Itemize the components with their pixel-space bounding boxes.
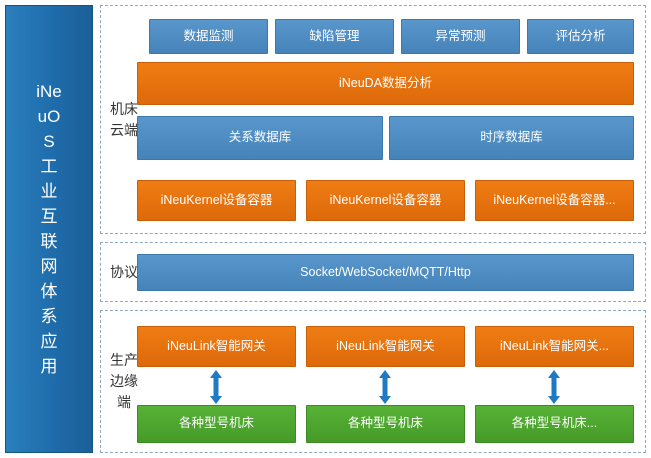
left-title-bar: iNeuOS工业互联网体系应用 [5, 5, 93, 453]
box-ineukernel-container-3[interactable]: iNeuKernel设备容器... [475, 180, 634, 221]
box-ineukernel-container-1[interactable]: iNeuKernel设备容器 [137, 180, 296, 221]
section-cloud-label: 机床云端 [110, 100, 138, 138]
box-anomaly-prediction[interactable]: 异常预测 [401, 19, 520, 54]
box-data-monitor[interactable]: 数据监测 [149, 19, 268, 54]
double-arrow-icon [548, 370, 560, 404]
box-machine-tools-3[interactable]: 各种型号机床... [475, 405, 634, 443]
box-relational-database[interactable]: 关系数据库 [137, 116, 383, 160]
section-protocol-label: 协议 [110, 263, 138, 280]
box-timeseries-database[interactable]: 时序数据库 [389, 116, 634, 160]
double-arrow-icon [379, 370, 391, 404]
double-arrow-icon [210, 370, 222, 404]
box-evaluation-analysis[interactable]: 评估分析 [527, 19, 634, 54]
section-edge: 生产边缘端 iNeuLink智能网关 iNeuLink智能网关 iNeuLink… [100, 310, 646, 453]
section-protocol: 协议 Socket/WebSocket/MQTT/Http [100, 242, 646, 302]
section-cloud: 机床云端 数据监测 缺陷管理 异常预测 评估分析 iNeuDA数据分析 关系数据… [100, 5, 646, 234]
section-edge-label: 生产边缘端 [110, 352, 138, 410]
box-ineulink-gateway-3[interactable]: iNeuLink智能网关... [475, 326, 634, 367]
box-protocol-stack[interactable]: Socket/WebSocket/MQTT/Http [137, 254, 634, 291]
box-ineulink-gateway-1[interactable]: iNeuLink智能网关 [137, 326, 296, 367]
box-machine-tools-1[interactable]: 各种型号机床 [137, 405, 296, 443]
box-ineulink-gateway-2[interactable]: iNeuLink智能网关 [306, 326, 465, 367]
box-defect-management[interactable]: 缺陷管理 [275, 19, 394, 54]
left-title-text: iNeuOS工业互联网体系应用 [36, 82, 62, 376]
box-ineuda-analysis[interactable]: iNeuDA数据分析 [137, 62, 634, 105]
box-ineukernel-container-2[interactable]: iNeuKernel设备容器 [306, 180, 465, 221]
diagram-body: 机床云端 数据监测 缺陷管理 异常预测 评估分析 iNeuDA数据分析 关系数据… [100, 5, 646, 453]
box-machine-tools-2[interactable]: 各种型号机床 [306, 405, 465, 443]
